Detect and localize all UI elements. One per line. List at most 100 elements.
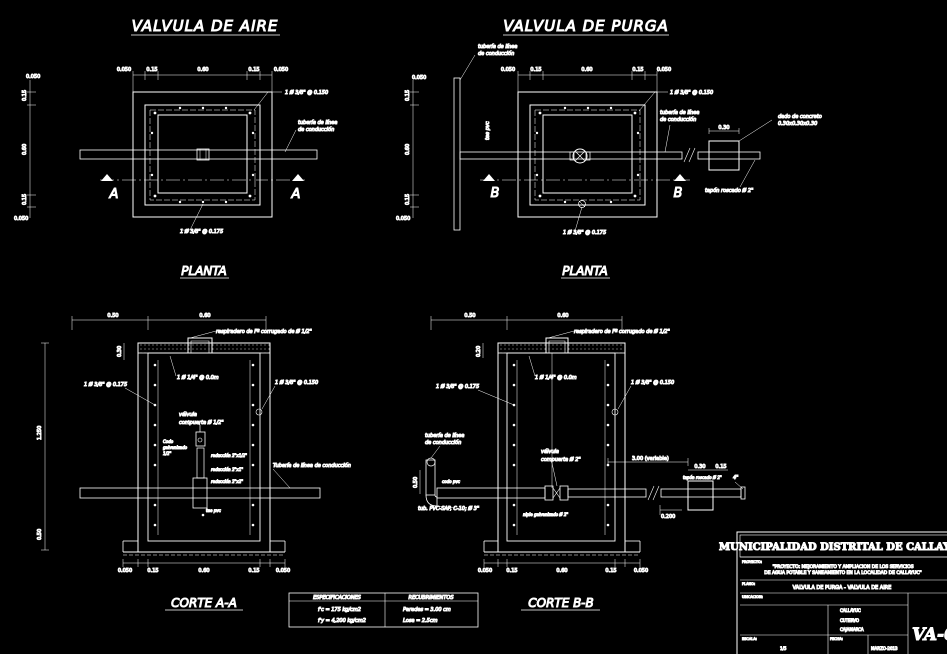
tb-label: PROYECTO: xyxy=(742,560,762,564)
codo-label: Codo xyxy=(163,439,174,444)
dim-label: 0.050 xyxy=(276,568,290,574)
dim-label: 0.50 xyxy=(464,313,475,319)
dim-label: 0.15 xyxy=(405,194,411,205)
dim-label: 0.200 xyxy=(661,514,675,520)
pipe-label: tubería de línea xyxy=(425,432,464,439)
tb-label: ESCALA: xyxy=(742,637,757,641)
codo-label: codo pvc xyxy=(442,479,461,484)
dim-label: 0.050 xyxy=(657,67,671,73)
dim-label: 0.60 xyxy=(557,313,568,319)
dado-label: dado de concreto xyxy=(778,114,822,120)
rebar-label: 1 Ø 3/8" @ 0.150 xyxy=(631,379,674,386)
section-mark-b: B xyxy=(674,186,683,201)
valvula-label: válvula xyxy=(179,411,197,418)
dim-label: 0.050 xyxy=(274,67,288,73)
pipe-label: tubería de línea xyxy=(478,43,517,50)
tee-label: tee pvc xyxy=(206,508,222,513)
rebar-label: 1 Ø 3/8" @ 0.175 xyxy=(84,381,127,388)
rebar-label: 1 Ø 3/8" @ 0.175 xyxy=(436,383,479,390)
dim-label: 0.15 xyxy=(248,568,259,574)
reduccion-label: reducción 2"x1" xyxy=(211,467,243,472)
valvula-label: compuerta Ø 2" xyxy=(541,456,581,463)
rebar-label: 1 Ø 3/8" @ 0.175 xyxy=(563,229,606,236)
pipe-label: Tubería de línea de conducción xyxy=(273,462,351,469)
dim-label: 0.20 xyxy=(476,346,482,357)
tb-field: CUTERVO xyxy=(840,618,859,623)
dim-label: 0.15 xyxy=(22,194,28,205)
plan-valvula-purga: 0.050 0.15 0.60 0.15 0.050 0.050 0.15 0.… xyxy=(396,43,823,237)
label-corte-bb: CORTE B-B xyxy=(528,596,593,610)
tb-label: FECHA: xyxy=(830,637,843,641)
dim-label: 0.15 xyxy=(530,67,541,73)
pipe-label: de conducción xyxy=(298,126,334,133)
dim-label: 4" xyxy=(733,475,738,481)
tb-plano: VALVULA DE PURGA - VALVULA DE AIRE xyxy=(793,585,892,591)
label-corte-aa: CORTE A-A xyxy=(171,596,237,610)
tub-pvc-label: tub. PVC-SAP, C-10; Ø 3" xyxy=(418,505,479,512)
label-planta-right: PLANTA xyxy=(562,264,608,278)
tb-proyecto: DE AGUA POTABLE Y SANEAMIENTO EN LA LOCA… xyxy=(764,570,921,576)
dim-label: 0.15 xyxy=(147,568,158,574)
specs-fc: f'c = 175 kg/cm2 xyxy=(318,607,361,613)
pipe-label: tubería de línea xyxy=(298,119,337,126)
reduccion-label: reducción 2"x1/2" xyxy=(211,453,247,458)
corte-bb-drawing: 0.50 0.60 0.20 0.50 xyxy=(413,313,746,575)
dim-label: 0.050 xyxy=(478,568,492,574)
tb-fecha: MARZO-2013 xyxy=(871,646,898,651)
tb-label: UBICACION: xyxy=(742,595,763,599)
rebar-label: 1 Ø 1/4" @ 0.0m xyxy=(535,374,577,381)
dim-label: 0.60 xyxy=(22,144,28,155)
specs-fy: f'y = 4,200 kg/cm2 xyxy=(318,618,366,624)
reduccion-label: reducción 2"x2" xyxy=(211,479,243,484)
rebar-label: 1 Ø 3/8" @ 0.150 xyxy=(285,89,328,96)
dim-label: 0.30 xyxy=(718,125,729,131)
respiradero-label: respiradero de Fº corrugado de Ø 1/2" xyxy=(574,328,670,335)
dim-label: 0.30 xyxy=(117,346,123,357)
dim-label: 3.00 (variable) xyxy=(632,456,669,462)
dim-label: 0.15 xyxy=(632,67,643,73)
rebar-label: 1 Ø 3/8" @ 0.175 xyxy=(180,228,223,235)
respiradero-label: respiradero de Fº corrugado de Ø 1/2" xyxy=(216,328,312,335)
codo-label: 1/2" xyxy=(163,451,171,456)
dim-label: 0.050 xyxy=(26,74,40,80)
title-valvula-purga: VALVULA DE PURGA xyxy=(503,17,669,35)
pipe-label: de conducción xyxy=(478,50,514,57)
dim-label: 0.30 xyxy=(694,464,705,470)
valvula-label: compuerta Ø 1/2" xyxy=(179,419,224,426)
specs-table: ESPECIFICACIONES RECUBRIMIENTOS f'c = 17… xyxy=(288,592,479,628)
specs-paredes: Paredes = 3.00 cm xyxy=(403,607,451,613)
dim-label: 0.50 xyxy=(413,477,419,488)
dim-label: 0.60 xyxy=(556,568,567,574)
section-mark-b: B xyxy=(491,186,500,201)
specs-header: RECUBRIMIENTOS xyxy=(408,595,454,601)
title-valvula-aire: VALVULA DE AIRE xyxy=(132,17,279,35)
tb-escala: 1/5 xyxy=(780,646,787,651)
dim-label: 1.250 xyxy=(37,426,43,440)
rebar-label: 1 Ø 3/8" @ 0.150 xyxy=(670,89,713,96)
section-mark-a: A xyxy=(109,187,119,202)
tb-label: PLANO: xyxy=(742,582,755,586)
dado-label: 0.30x0.30x0.30 xyxy=(778,121,817,127)
dim-label: 0.15 xyxy=(146,67,157,73)
dim-label: 0.50 xyxy=(37,529,43,540)
tb-proyecto: "PROYECTO: MEJORAMIENTO Y AMPLIACION DE … xyxy=(772,564,913,570)
rebar-label: 1 Ø 1/4" @ 0.0m xyxy=(177,374,219,381)
pipe-label: de conducción xyxy=(425,439,461,446)
dim-label: 0.050 xyxy=(14,216,28,222)
tapon-label: tapón roscado Ø 2" xyxy=(683,475,722,480)
valvula-label: válvula xyxy=(541,448,559,455)
corte-aa-drawing: 0.50 0.60 1.250 0.30 0.50 xyxy=(37,313,352,575)
tb-field: CAJAMARCA xyxy=(840,627,864,632)
dim-label: 0.15 xyxy=(715,464,726,470)
dim-label: 0.60 xyxy=(199,313,210,319)
dim-label: 0.15 xyxy=(605,568,616,574)
dim-label: 0.60 xyxy=(581,67,592,73)
tee-label: tee pvc xyxy=(485,121,491,140)
pipe-label: de conducción xyxy=(660,116,696,123)
dim-label: 0.15 xyxy=(506,568,517,574)
dim-label: 0.60 xyxy=(197,67,208,73)
pipe-label: tubería de línea xyxy=(660,109,699,116)
title-block: MUNICIPALIDAD DISTRITAL DE CALLAYUC PROY… xyxy=(719,531,947,654)
